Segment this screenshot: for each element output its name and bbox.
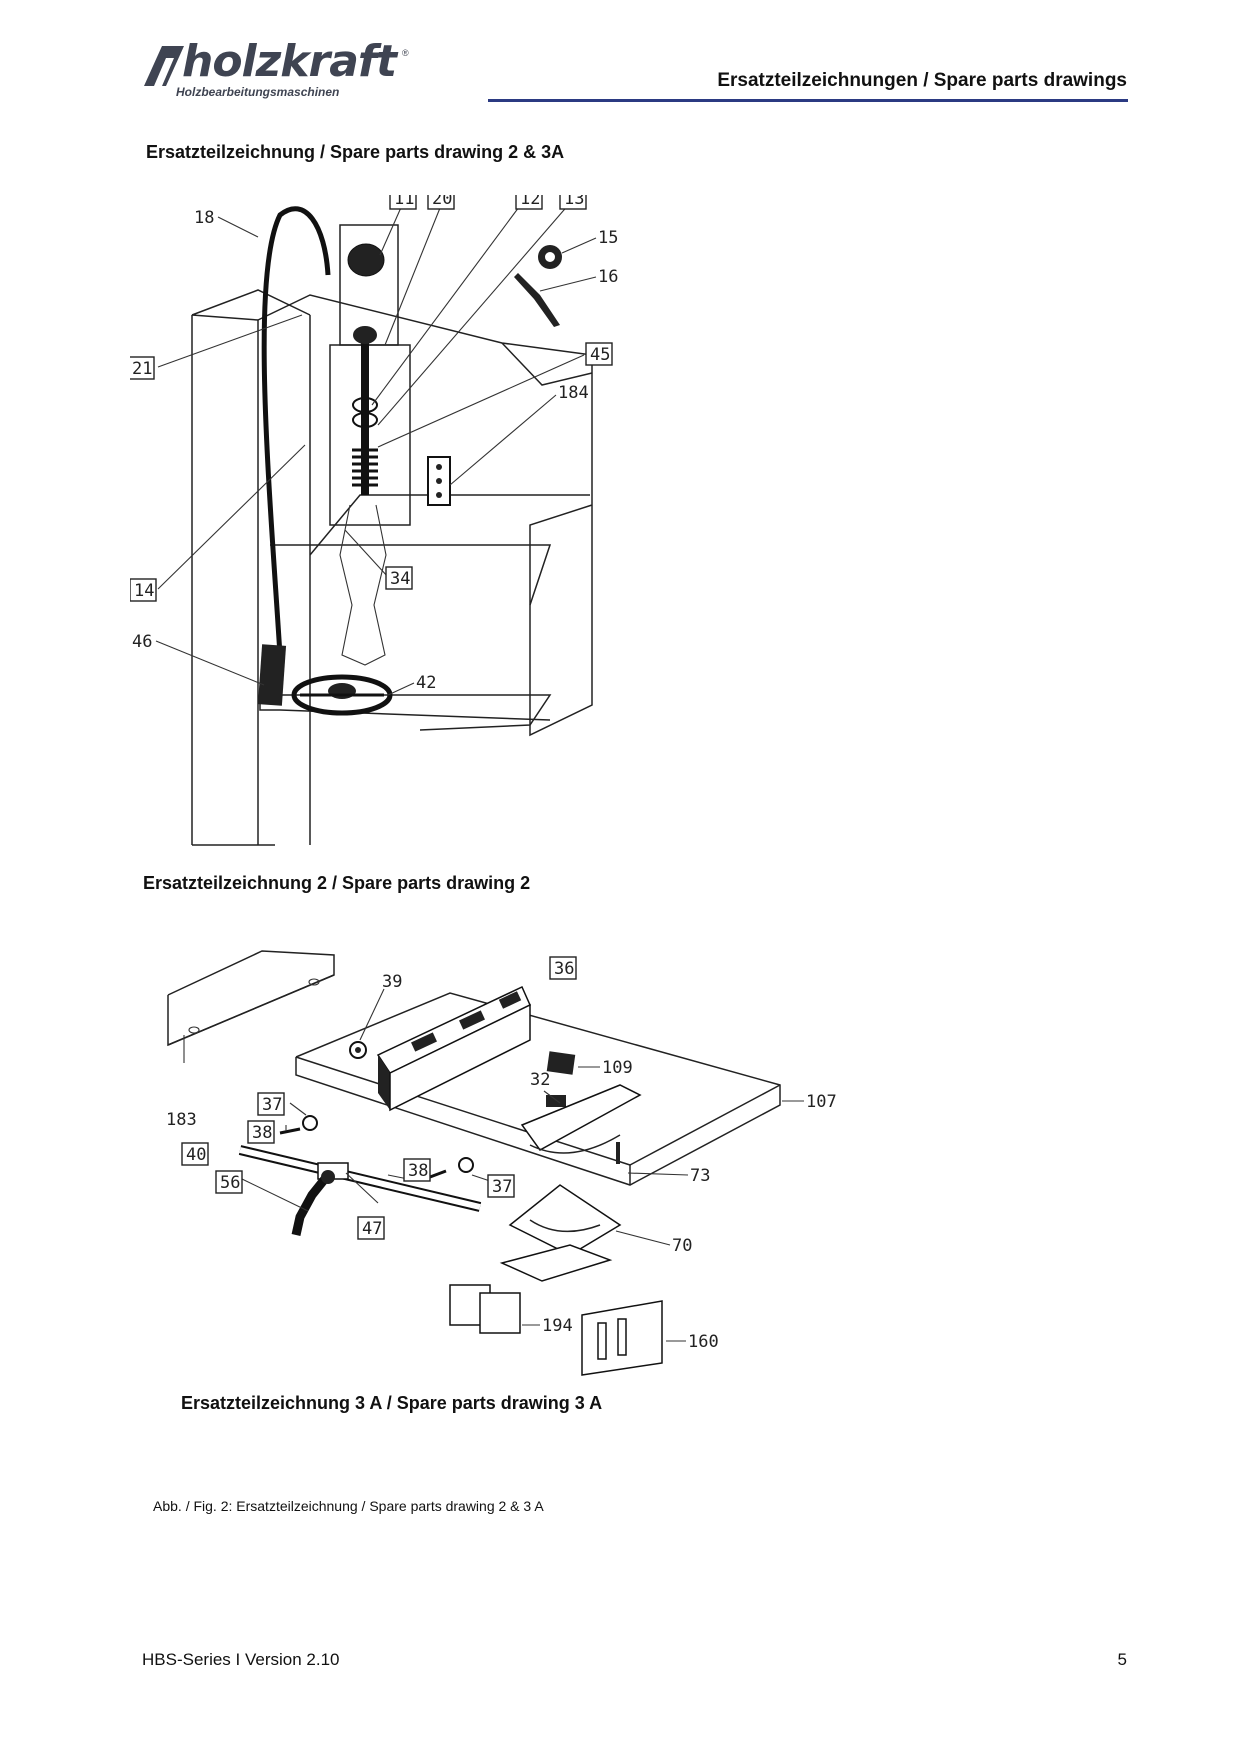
svg-text:38: 38 <box>252 1123 272 1143</box>
rip-fence <box>376 985 531 1112</box>
part-label-40: 40 <box>181 1142 209 1166</box>
part-label-16: 16 <box>598 267 618 287</box>
part-label-11: 11 <box>389 195 417 210</box>
svg-text:11: 11 <box>394 195 414 209</box>
part-label-14: 14 <box>130 578 157 602</box>
svg-text:12: 12 <box>520 195 540 209</box>
part-label-47: 47 <box>357 1216 385 1240</box>
part-label-194: 194 <box>542 1316 573 1336</box>
part-label-46: 46 <box>132 632 152 652</box>
part-label-38-right: 38 <box>403 1158 431 1182</box>
page-header-title: Ersatzteilzeichnungen / Spare parts draw… <box>717 70 1127 91</box>
insert-block <box>546 1051 576 1075</box>
svg-text:13: 13 <box>564 195 584 209</box>
part-label-18: 18 <box>194 208 214 228</box>
guide-rail-assembly <box>238 1145 482 1236</box>
part-label-160: 160 <box>688 1332 719 1352</box>
part-label-37-left: 37 <box>257 1092 285 1116</box>
svg-text:38: 38 <box>408 1161 428 1181</box>
foot-switch <box>257 644 287 706</box>
part-label-15: 15 <box>598 228 618 248</box>
svg-text:37: 37 <box>492 1177 512 1197</box>
trunnion-assembly <box>499 1084 642 1282</box>
clamp-knob <box>514 245 562 327</box>
part-label-109: 109 <box>602 1058 633 1078</box>
part-label-56: 56 <box>215 1170 243 1194</box>
part-label-70: 70 <box>672 1236 692 1256</box>
part-label-38-left: 38 <box>247 1120 275 1144</box>
brand-logo: holzkraft ® Holzbearbeitungsmaschinen <box>140 36 420 108</box>
small-plate <box>546 1095 566 1107</box>
figure-caption: Abb. / Fig. 2: Ersatzteilzeichnung / Spa… <box>153 1498 544 1514</box>
brand-registered-mark: ® <box>402 48 409 58</box>
side-cover-plate <box>167 950 335 1047</box>
spare-parts-drawing-3a: 36 37 38 40 56 38 37 47 39 109 32 107 18… <box>166 950 837 1376</box>
nut-37-right <box>458 1157 474 1173</box>
svg-text:56: 56 <box>220 1173 240 1193</box>
nut-37-left <box>302 1115 318 1131</box>
footer-version: HBS-Series I Version 2.10 <box>142 1650 340 1669</box>
part-label-37-right: 37 <box>487 1174 515 1198</box>
part-label-42: 42 <box>416 673 436 693</box>
drawing-3a-caption: Ersatzteilzeichnung 3 A / Spare parts dr… <box>181 1393 603 1413</box>
svg-text:36: 36 <box>554 959 574 979</box>
svg-text:47: 47 <box>362 1219 382 1239</box>
spare-parts-drawing-2: 11 20 12 13 21 45 34 14 18 15 16 184 46 … <box>130 195 618 846</box>
logo-mark-icon <box>144 46 184 86</box>
svg-text:40: 40 <box>186 1145 206 1165</box>
power-cable <box>261 206 331 656</box>
part-label-183: 183 <box>166 1110 197 1130</box>
part-label-73: 73 <box>690 1166 710 1186</box>
part-label-12: 12 <box>515 195 543 210</box>
part-label-13: 13 <box>559 195 587 210</box>
part-label-45: 45 <box>585 342 613 366</box>
section-heading: Ersatzteilzeichnung / Spare parts drawin… <box>146 142 565 162</box>
leader-lines <box>155 202 597 696</box>
part-label-39: 39 <box>382 972 402 992</box>
header-divider <box>488 99 1128 102</box>
part-label-107: 107 <box>806 1092 837 1112</box>
svg-text:20: 20 <box>432 195 452 209</box>
table-top <box>295 992 781 1186</box>
part-label-36: 36 <box>549 956 577 980</box>
part-label-20: 20 <box>427 195 455 210</box>
control-panel-plate <box>427 456 451 506</box>
height-adjust-column <box>329 224 411 666</box>
svg-text:34: 34 <box>390 569 410 589</box>
part-label-184: 184 <box>558 383 589 403</box>
brand-name: holzkraft <box>182 36 397 87</box>
svg-text:45: 45 <box>590 345 610 365</box>
hand-wheel <box>291 674 393 716</box>
part-label-34: 34 <box>385 566 413 590</box>
brand-tagline: Holzbearbeitungsmaschinen <box>176 85 340 99</box>
guard-plate <box>581 1300 663 1376</box>
part-label-21: 21 <box>130 356 155 380</box>
part-label-32: 32 <box>530 1070 550 1090</box>
fence-clamp-bolt <box>349 1041 367 1059</box>
screw-38-right <box>429 1169 447 1179</box>
drawing-2-caption: Ersatzteilzeichnung 2 / Spare parts draw… <box>143 873 531 893</box>
motor-switch-box <box>449 1284 521 1334</box>
svg-text:21: 21 <box>132 359 152 379</box>
screw-38-left <box>279 1127 301 1135</box>
page-number: 5 <box>1117 1650 1127 1669</box>
svg-text:14: 14 <box>134 581 154 601</box>
svg-text:37: 37 <box>262 1095 282 1115</box>
